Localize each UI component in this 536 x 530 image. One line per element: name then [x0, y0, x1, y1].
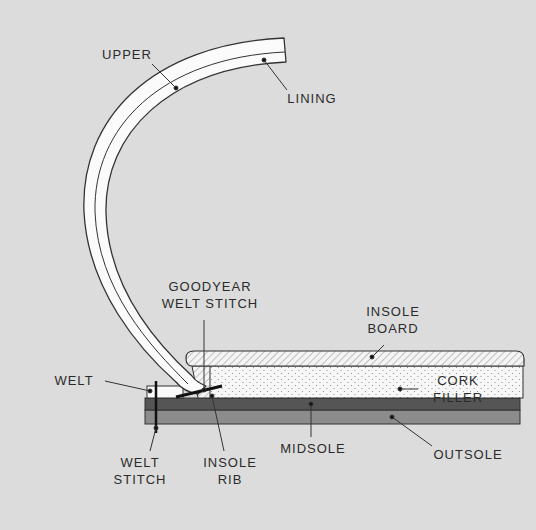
part-label: UPPER: [102, 46, 152, 63]
part-label: GOODYEAR WELT STITCH: [160, 278, 260, 312]
part-label: WELT STITCH: [104, 454, 176, 488]
part-label: INSOLE BOARD: [353, 303, 433, 337]
goodyear-welt-stitch: [176, 386, 222, 397]
upper: [84, 38, 286, 394]
lining: [95, 52, 285, 384]
insole-board: [186, 351, 524, 366]
part-label: MIDSOLE: [280, 440, 346, 457]
outsole: [145, 410, 520, 424]
welt-stitch: [155, 381, 158, 433]
leader-lines: [105, 58, 432, 451]
part-label: INSOLE RIB: [199, 454, 261, 488]
part-label: WELT: [54, 372, 93, 389]
part-label: LINING: [287, 90, 336, 107]
part-label: OUTSOLE: [433, 446, 502, 463]
part-label: CORK FILLER: [422, 372, 494, 406]
